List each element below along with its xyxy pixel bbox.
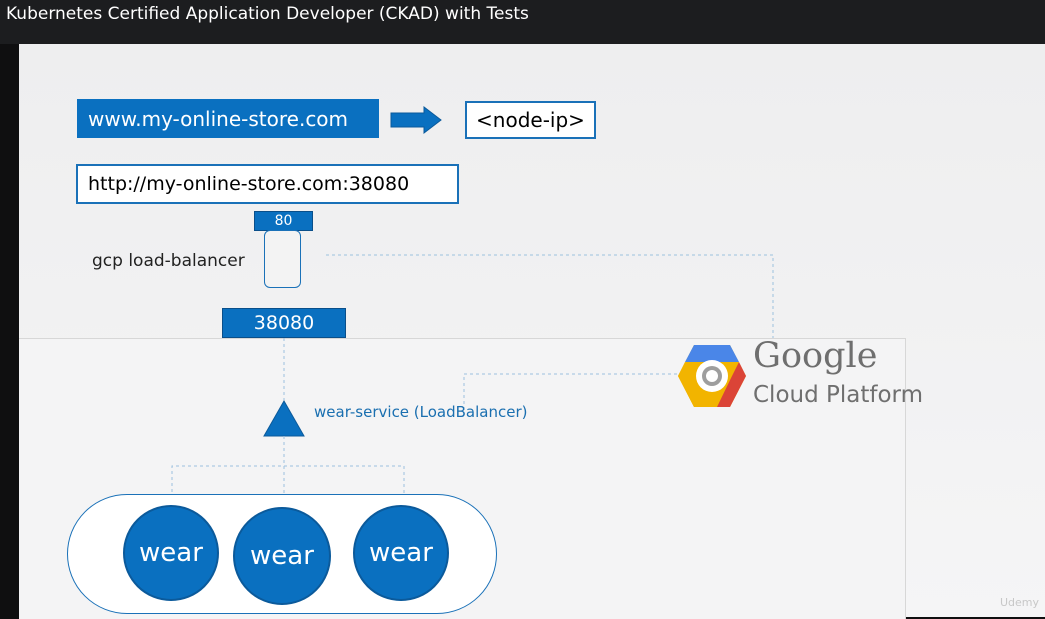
gcp-cloud-platform-text: Cloud Platform [753,382,924,408]
window-title: Kubernetes Certified Application Develop… [6,4,529,24]
service-to-gcp-line [463,373,704,410]
pod-1: wear [123,505,219,601]
port-url-box: http://my-online-store.com:38080 [76,164,459,204]
pod-group: wear wear wear [67,494,497,614]
pod-label: wear [369,538,433,568]
pod-2: wear [233,507,331,605]
gcp-google-text: Google [753,336,878,376]
service-label: wear-service (LoadBalancer) [314,403,528,421]
udemy-watermark: Udemy [1000,596,1040,609]
right-arrow [390,105,442,135]
domain-url-box: www.my-online-store.com [77,99,379,138]
node-port-box: 38080 [222,308,346,338]
lb-to-gcp-line [326,254,774,338]
service-triangle [263,399,305,437]
connector-lines [171,105,774,544]
gcp-hexagon-icon [678,345,746,407]
pod-label: wear [250,541,314,571]
window-title-bar: Kubernetes Certified Application Develop… [0,0,1045,44]
node-ip-text: <node-ip> [476,108,585,132]
domain-url-text: www.my-online-store.com [88,106,349,131]
lb-port-box: 80 [254,211,313,231]
pod-label: wear [139,538,203,568]
pod-3: wear [353,505,449,601]
load-balancer-shape [264,230,301,288]
lb-port-text: 80 [274,213,293,229]
node-port-text: 38080 [253,312,315,334]
slide-canvas: www.my-online-store.com <node-ip> http:/… [19,44,1045,619]
port-url-text: http://my-online-store.com:38080 [88,173,410,195]
load-balancer-label: gcp load-balancer [92,251,245,271]
node-ip-box: <node-ip> [465,101,596,139]
